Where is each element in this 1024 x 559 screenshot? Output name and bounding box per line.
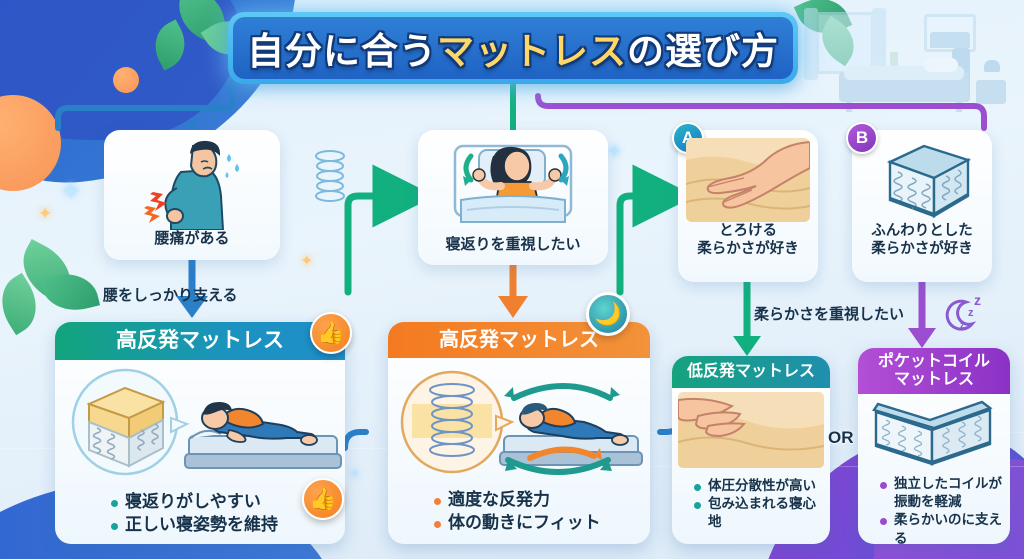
question-card-back-pain[interactable]: 腰痛がある xyxy=(104,130,280,260)
question-label-fluffy-soft-line2: 柔らかさが好き xyxy=(871,241,973,258)
sparkle-icon-4: ✦ xyxy=(606,141,623,163)
thumbs-up-glyph: 👍 xyxy=(317,320,345,345)
result-bullets-pocket-coil: 独立したコイルが 振動を軽減 柔らかいのに支える xyxy=(864,475,1004,544)
background-line-2 xyxy=(640,432,1024,433)
question-card-melting-soft[interactable]: A とろける 柔らかさが好き xyxy=(672,122,818,282)
title-prefix: 自分に合う xyxy=(247,31,437,72)
spring-coil-decoration xyxy=(315,150,345,202)
question-label-back-pain: 腰痛がある xyxy=(154,230,230,247)
result-title-low-resilience: 低反発マットレス xyxy=(672,356,830,388)
result-title-pocket-coil-line2: マットレス xyxy=(893,371,974,388)
caption-support-waist: 腰をしっかり支える xyxy=(103,287,238,304)
question-card-fluffy-soft[interactable]: B ふんわりとした 柔らかさが好き xyxy=(846,122,992,282)
result-bullets-low-resilience: 体圧分散性が高い 包み込まれる寝心地 xyxy=(678,477,824,532)
question-label-fluffy-soft-line1: ふんわりとした xyxy=(871,223,973,239)
result-bullets-high-resilience-left: 寝返りがしやすい 正しい寝姿勢を維持 xyxy=(63,491,337,537)
turn-over-illustration xyxy=(453,144,573,223)
question-label-melting-soft-line2: 柔らかさが好き xyxy=(697,241,799,258)
thumbs-up-icon-1: 👍 xyxy=(310,312,352,354)
caption-value-softness: 柔らかさを重視したい xyxy=(754,306,905,323)
question-label-melting-soft-line1: とろける xyxy=(719,223,777,239)
result-title-high-resilience-left: 高反発マットレス xyxy=(55,322,345,360)
fluffy-soft-illustration xyxy=(886,144,972,219)
moon-glyph: 🌙 xyxy=(594,301,622,326)
low-resilience-illustration xyxy=(677,392,825,468)
pocket-coil-illustration xyxy=(872,400,993,466)
thumbs-up-glyph: 👍 xyxy=(309,486,337,511)
high-resilience-mid-illustration xyxy=(400,370,643,475)
back-pain-illustration xyxy=(144,140,239,230)
result-card-high-resilience-left[interactable]: 高反発マットレス xyxy=(55,322,345,544)
bullet-item: 正しい寝姿勢を維持 xyxy=(109,514,337,537)
badge-b: B xyxy=(846,122,878,154)
melting-soft-illustration xyxy=(686,138,810,222)
sleep-moon-icon: z z z xyxy=(938,292,981,344)
bullet-item: 体の動きにフィット xyxy=(432,512,642,535)
bullet-item: 包み込まれる寝心地 xyxy=(692,495,824,531)
bullet-item: 寝返りがしやすい xyxy=(109,491,337,514)
bullet-item: 体圧分散性が高い xyxy=(692,477,824,495)
result-card-high-resilience-mid[interactable]: 高反発マットレス xyxy=(388,322,650,544)
question-card-turn-over[interactable]: 寝返りを重視したい xyxy=(418,130,608,265)
or-separator-label: OR xyxy=(828,428,854,447)
background-bedroom-scene xyxy=(784,0,1024,130)
thumbs-up-icon-2: 👍 xyxy=(302,478,344,520)
sparkle-icon-1: ✦ xyxy=(60,176,82,206)
result-title-pocket-coil: ポケットコイル マットレス xyxy=(858,348,1010,394)
bullet-item: 適度な反発力 xyxy=(432,489,642,512)
title-suffix: の選び方 xyxy=(627,31,779,72)
background-line-3 xyxy=(640,466,1024,467)
sparkle-icon-2: ✦ xyxy=(38,204,53,223)
question-label-turn-over: 寝返りを重視したい xyxy=(445,236,581,253)
title-highlight: マットレス xyxy=(437,31,627,72)
bullet-item: 独立したコイルが 振動を軽減 xyxy=(878,475,1004,511)
result-card-pocket-coil[interactable]: ポケットコイル マットレス 独立したコイルが 振動を軽減 xyxy=(858,348,1010,544)
result-card-low-resilience[interactable]: 低反発マットレス 体圧分散性が高い 包み込まれる寝心地 xyxy=(672,356,830,544)
result-title-pocket-coil-line1: ポケットコイル xyxy=(877,352,990,370)
page-title: 自分に合うマットレスの選び方 xyxy=(228,12,798,84)
sparkle-icon-3: ✦ xyxy=(300,253,314,270)
result-bullets-high-resilience-mid: 適度な反発力 体の動きにフィット xyxy=(396,489,642,535)
moon-badge-icon: 🌙 xyxy=(586,292,630,336)
high-resilience-left-illustration xyxy=(71,368,342,476)
bullet-item: 柔らかいのに支える xyxy=(878,511,1004,544)
decorative-circle-orange-small xyxy=(113,67,139,93)
sparkle-icon-6: ✦ xyxy=(349,465,361,481)
